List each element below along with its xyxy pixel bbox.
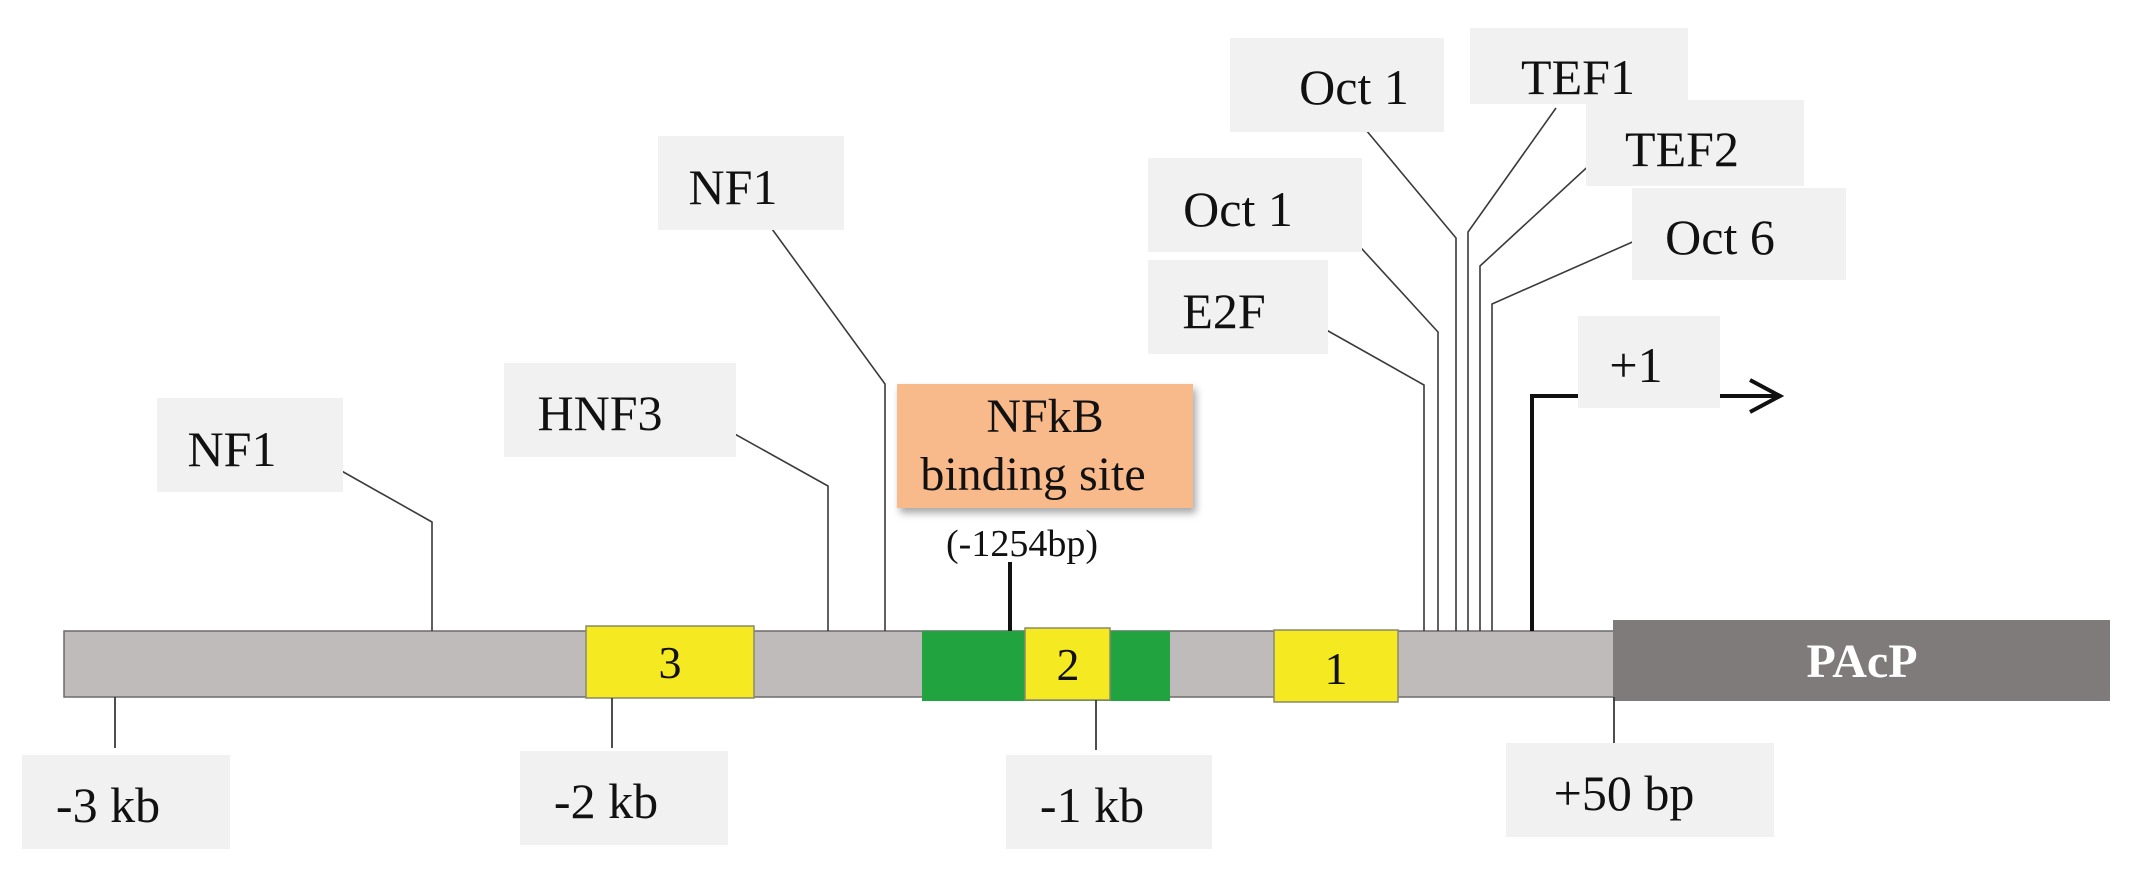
nfkb-box: NFkB binding site	[897, 384, 1193, 508]
tss-arrow-line	[1530, 394, 1778, 631]
label-oct1-upper-text: Oct 1	[1299, 59, 1409, 115]
region-3	[585, 625, 755, 699]
leader-tef2	[1479, 147, 1609, 631]
label-tef2: TEF2	[1586, 100, 1804, 186]
label-nf1-left-text: NF1	[188, 421, 277, 477]
label-tss-text: +1	[1609, 337, 1662, 393]
scale-plus50bp: +50 bp	[1506, 743, 1774, 837]
leader-tef1	[1467, 107, 1557, 631]
region-1	[1273, 629, 1399, 703]
leader-oct1-upper	[1355, 117, 1457, 631]
scale-minus3kb: -3 kb	[22, 755, 230, 849]
label-tef2-text: TEF2	[1625, 121, 1739, 177]
region-2-label: 2	[1057, 639, 1080, 690]
leader-oct6	[1491, 235, 1647, 631]
label-e2f: E2F	[1148, 260, 1328, 354]
leader-nf1-mid	[763, 217, 886, 631]
region-1-label: 1	[1325, 643, 1348, 694]
label-oct6-text: Oct 6	[1665, 209, 1775, 265]
label-tef1-text: TEF1	[1521, 49, 1635, 105]
tss-arrow-head	[1749, 378, 1785, 414]
nfkb-line1: NFkB	[986, 390, 1103, 443]
region-3-label: 3	[659, 637, 682, 688]
leader-hnf3	[705, 417, 829, 631]
scale-minus2kb: -2 kb	[520, 751, 728, 845]
label-e2f-text: E2F	[1182, 283, 1265, 339]
nfkb-position: (-1254bp)	[946, 523, 1098, 565]
label-nf1-mid: NF1	[658, 136, 844, 230]
label-nf1-mid-text: NF1	[689, 159, 778, 215]
scale-minus2kb-text: -2 kb	[554, 773, 658, 829]
region-2	[1024, 627, 1111, 701]
label-tef1: TEF1	[1470, 28, 1688, 105]
scale-minus1kb: -1 kb	[1006, 755, 1212, 849]
label-nf1-left: NF1	[157, 398, 343, 492]
gene-box	[1613, 620, 2110, 701]
scale-minus1kb-text: -1 kb	[1040, 777, 1144, 833]
leader-e2f	[1297, 313, 1425, 631]
leader-oct1-lower	[1329, 213, 1439, 631]
gene-name: PAcP	[1806, 635, 1917, 688]
label-hnf3-text: HNF3	[537, 385, 662, 441]
label-hnf3: HNF3	[504, 363, 736, 457]
label-oct1-lower: Oct 1	[1148, 158, 1362, 252]
leader-nf1-left	[307, 451, 433, 631]
scale-minus3kb-text: -3 kb	[56, 777, 160, 833]
nfkb-line2: binding site	[920, 448, 1145, 501]
scale-plus50bp-text: +50 bp	[1554, 765, 1695, 821]
label-oct1-lower-text: Oct 1	[1183, 181, 1293, 237]
label-tss: +1	[1578, 316, 1720, 408]
label-oct6: Oct 6	[1632, 188, 1846, 280]
label-oct1-upper: Oct 1	[1230, 38, 1444, 132]
